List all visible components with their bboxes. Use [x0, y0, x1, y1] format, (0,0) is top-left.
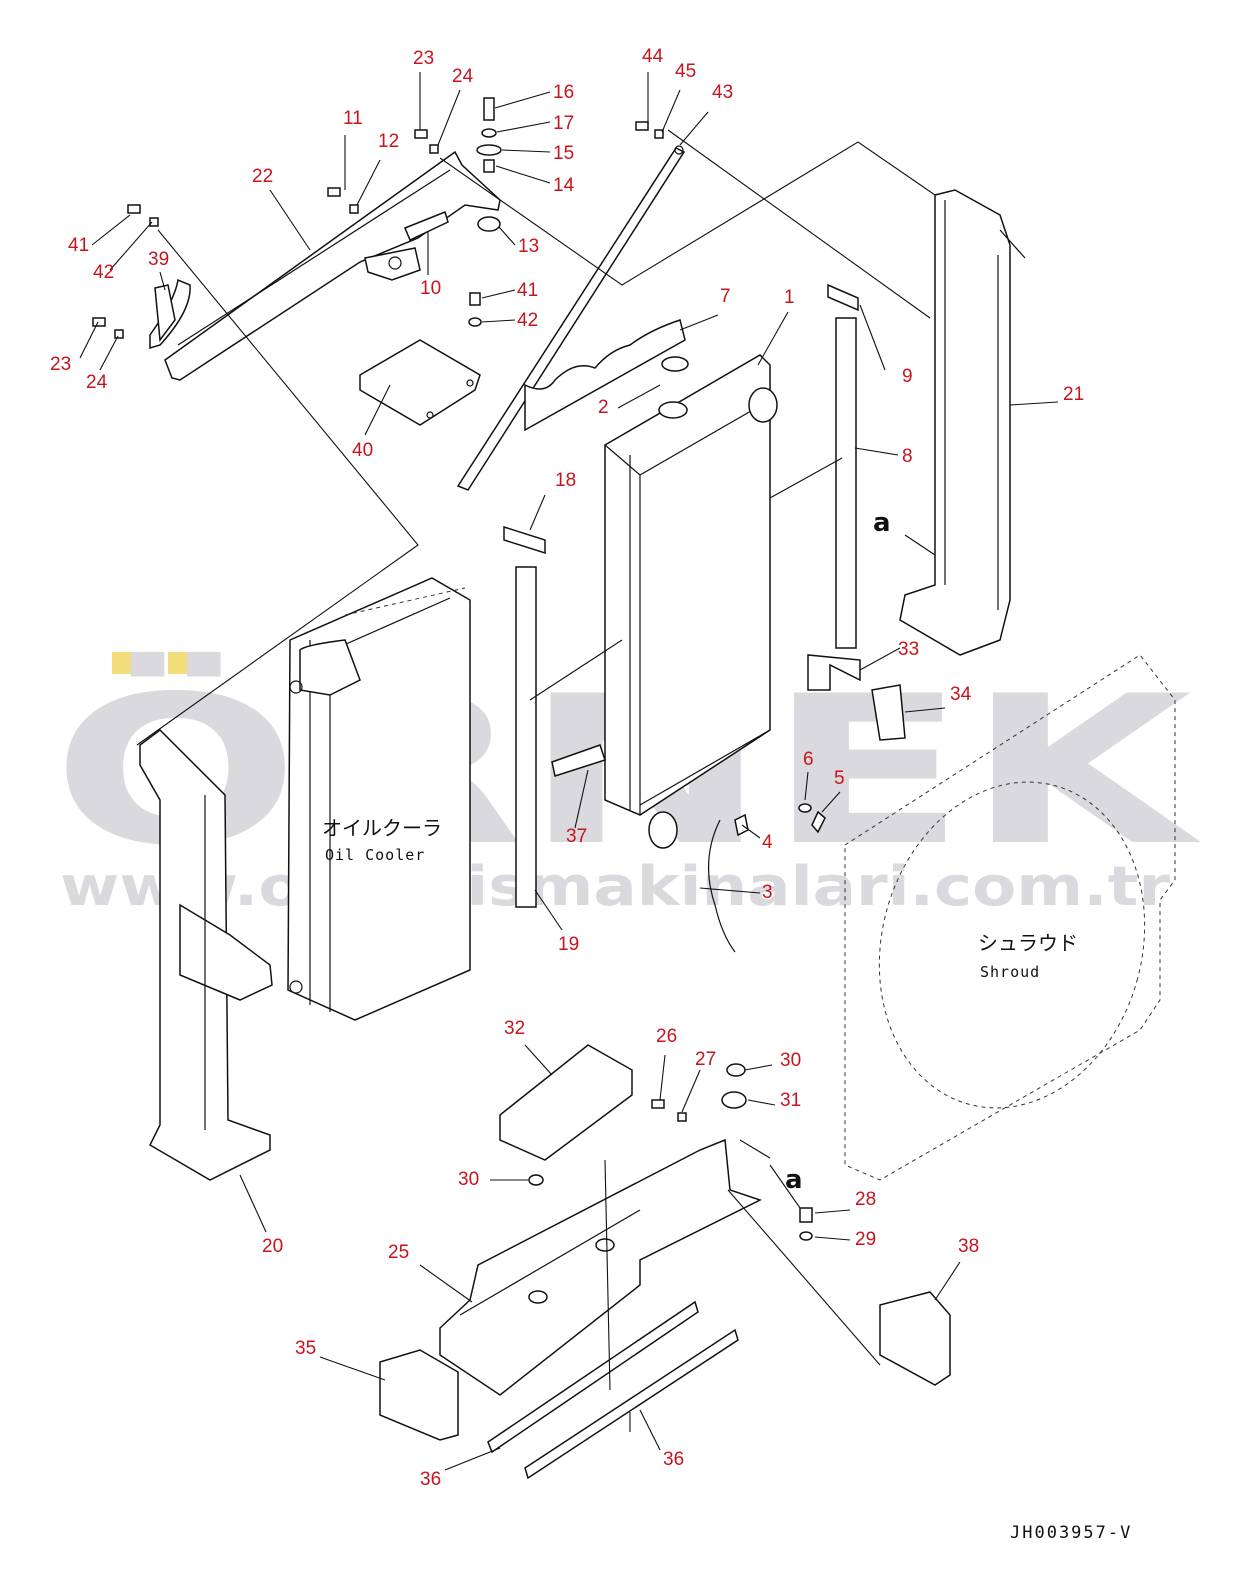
callout-41: 41 [517, 280, 538, 301]
callout-34: 34 [950, 684, 972, 705]
callout-21: 21 [1063, 384, 1084, 405]
part-7-rubber-cushion [524, 319, 686, 432]
callout-14: 14 [553, 175, 575, 196]
part-20-left-stay [139, 729, 273, 1181]
watermark-accent-left [112, 652, 154, 674]
callout-23: 23 [50, 354, 71, 375]
oil-cooler-label-en: Oil Cooler [325, 846, 425, 864]
part-13-14-15-16-17-mount-stack [476, 97, 502, 232]
callout-5: 5 [834, 768, 845, 789]
callout-38: 38 [958, 1236, 979, 1257]
callout-28: 28 [855, 1189, 876, 1210]
part-32-block [499, 1044, 633, 1161]
callout-12: 12 [378, 131, 399, 152]
part-2-radiator-cap [658, 356, 689, 419]
part-30-31-mounts [528, 1063, 747, 1186]
callout-36: 36 [420, 1469, 441, 1490]
callout-22: 22 [252, 166, 273, 187]
callout-15: 15 [553, 143, 574, 164]
callout-32: 32 [504, 1018, 525, 1039]
view-a-marker: a [873, 508, 891, 538]
part-43-stay-rod [456, 145, 686, 491]
watermark-url: www.ornekismakinalari.com.tr [60, 855, 1170, 918]
callout-13: 13 [518, 236, 539, 257]
part-3-4-5-6-hose-fittings [708, 803, 826, 953]
callout-18: 18 [555, 470, 576, 491]
part-21-right-stay [899, 189, 1026, 656]
part-18-19-seals [503, 525, 546, 908]
callout-26: 26 [656, 1026, 677, 1047]
callout-33: 33 [898, 639, 919, 660]
callout-2: 2 [598, 397, 609, 418]
watermark-accent-right [168, 652, 210, 674]
callout-25: 25 [388, 1242, 409, 1263]
oil-cooler [287, 577, 471, 1021]
callout-42: 42 [517, 310, 538, 331]
callout-1: 1 [784, 287, 795, 308]
callout-19: 19 [558, 934, 579, 955]
callout-36: 36 [663, 1449, 684, 1470]
callouts: 23 24 11 12 16 17 15 14 22 13 41 42 39 1… [50, 46, 1084, 1490]
callout-24: 24 [452, 66, 474, 87]
callout-27: 27 [695, 1049, 716, 1070]
part-1-radiator [604, 354, 778, 849]
part-22-upper-bracket [164, 150, 501, 381]
callout-43: 43 [712, 82, 733, 103]
callout-37: 37 [566, 826, 587, 847]
callout-11: 11 [343, 108, 363, 129]
callout-6: 6 [803, 749, 814, 770]
callout-35: 35 [295, 1338, 316, 1359]
part-37-seal [551, 744, 606, 777]
callout-31: 31 [780, 1090, 801, 1111]
callout-42: 42 [93, 262, 114, 283]
shroud [844, 654, 1176, 1181]
leader-lines [79, 72, 1059, 1471]
part-9-8-seals [827, 283, 859, 649]
bolts [92, 121, 813, 1241]
callout-39: 39 [148, 249, 169, 270]
callout-8: 8 [902, 446, 913, 467]
callout-20: 20 [262, 1236, 283, 1257]
callout-3: 3 [762, 882, 773, 903]
part-39-clamp [149, 278, 191, 350]
callout-29: 29 [855, 1229, 876, 1250]
callout-45: 45 [675, 61, 696, 82]
callout-7: 7 [720, 286, 731, 307]
part-33-34-blocks [807, 654, 906, 741]
callout-41: 41 [68, 235, 89, 256]
callout-10: 10 [420, 278, 441, 299]
callout-40: 40 [352, 440, 373, 461]
oil-cooler-label-ja: オイルクーラ [322, 816, 442, 840]
callout-9: 9 [902, 366, 913, 387]
callout-23: 23 [413, 48, 434, 69]
shroud-label-en: Shroud [980, 963, 1040, 981]
callout-4: 4 [762, 832, 773, 853]
callout-44: 44 [642, 46, 664, 67]
callout-30: 30 [458, 1169, 479, 1190]
drawing-code: JH003957-V [1010, 1523, 1132, 1543]
callout-24: 24 [86, 372, 108, 393]
part-36-seals [487, 1300, 739, 1480]
part-25-lower-bracket [439, 1138, 762, 1396]
shroud-label-ja: シュラウド [978, 931, 1078, 955]
view-a-marker: a [785, 1165, 803, 1195]
callout-16: 16 [553, 82, 574, 103]
callout-17: 17 [553, 113, 574, 134]
callout-30: 30 [780, 1050, 801, 1071]
part-35-38-blocks [379, 1291, 951, 1441]
part-40-cover-plate [359, 339, 481, 426]
